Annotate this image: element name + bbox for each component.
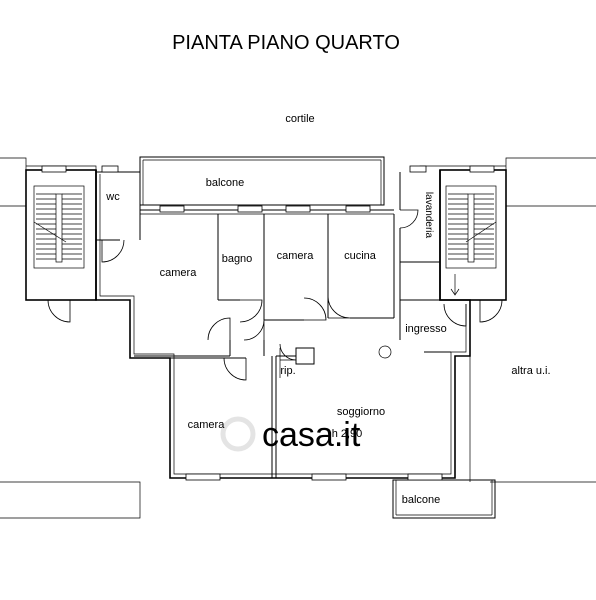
stair-well (55, 193, 63, 263)
doors (101, 209, 467, 381)
stair-left (25, 169, 97, 323)
light-fixture (378, 345, 392, 359)
label-cortile: cortile (285, 113, 314, 125)
label-balcone-top: balcone (206, 177, 245, 189)
stair-well (467, 193, 475, 263)
label-camera-2: camera (277, 250, 315, 262)
windows (41, 165, 495, 481)
closet-rip (279, 347, 315, 378)
label-camera-1: camera (160, 267, 198, 279)
label-balcone-bottom: balcone (402, 494, 441, 506)
plan-title: PIANTA PIANO QUARTO (172, 32, 400, 54)
watermark-text: casa.it (262, 416, 361, 454)
label-cucina: cucina (344, 250, 377, 262)
label-wc: wc (105, 191, 120, 203)
label-soggiorno: soggiorno (337, 406, 385, 418)
label-rip: rip. (280, 365, 295, 377)
balcony-bottom (392, 479, 496, 519)
watermark: casa.it (220, 416, 361, 454)
balcony-top (139, 156, 385, 206)
label-bagno: bagno (222, 253, 253, 265)
label-height: h 2,90 (332, 428, 363, 440)
label-ingresso: ingresso (405, 323, 447, 335)
label-camera-3: camera (188, 419, 226, 431)
label-lavanderia: lavanderia (423, 192, 434, 239)
label-altra-ui: altra u.i. (511, 365, 550, 377)
